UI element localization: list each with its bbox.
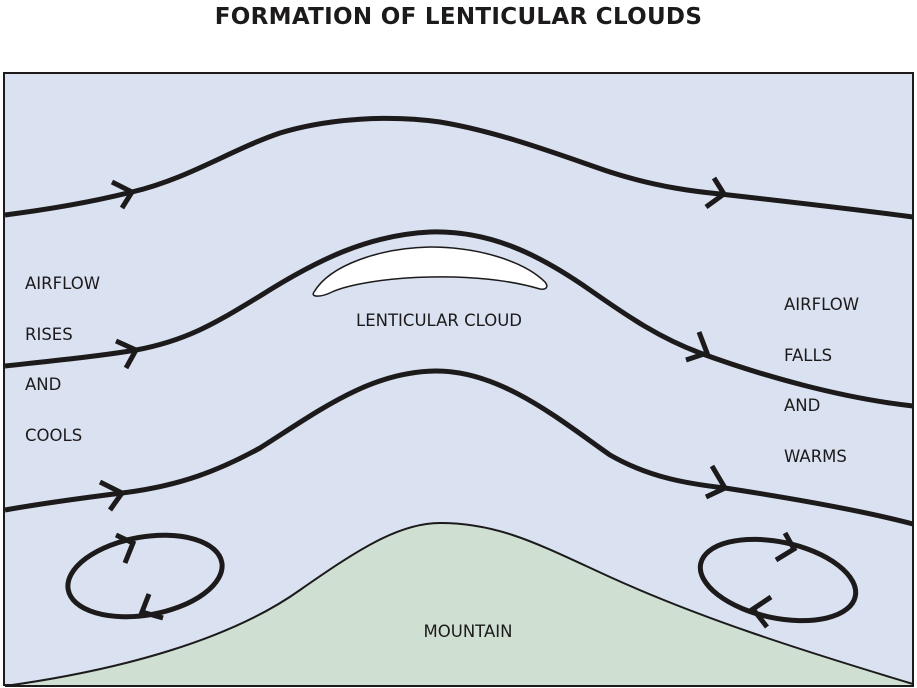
- right-label-line: AIRFLOW: [784, 295, 859, 314]
- right-label-line: AND: [784, 396, 820, 415]
- upper-airflow-line: [4, 115, 914, 220]
- right-label-group: AIRFLOW FALLS AND WARMS: [784, 295, 859, 466]
- mountain-shape: [4, 521, 914, 687]
- left-label-group: AIRFLOW RISES AND COOLS: [25, 274, 100, 445]
- arrow-head-icon: [138, 593, 164, 621]
- arrow-head-icon: [774, 531, 798, 563]
- left-label-line: AIRFLOW: [25, 274, 100, 293]
- cloud-label: LENTICULAR CLOUD: [356, 311, 522, 330]
- diagram-title: FORMATION OF LENTICULAR CLOUDS: [214, 4, 703, 30]
- right-label-line: FALLS: [784, 346, 832, 365]
- windward-eddy: [65, 532, 225, 621]
- arrow-head-icon: [704, 176, 728, 210]
- arrow-head-icon: [114, 338, 140, 370]
- lower-airflow-line: [4, 368, 914, 527]
- arrow-head-icon: [110, 179, 136, 210]
- leeward-eddy: [697, 531, 859, 629]
- right-label-line: WARMS: [784, 447, 847, 466]
- left-label-line: RISES: [25, 325, 73, 344]
- left-label-line: COOLS: [25, 426, 82, 445]
- arrow-head-icon: [98, 479, 126, 512]
- mountain-label: MOUNTAIN: [424, 622, 513, 641]
- left-label-line: AND: [25, 375, 61, 394]
- arrow-head-icon: [685, 331, 711, 363]
- arrow-head-icon: [704, 464, 729, 500]
- middle-airflow-line: [4, 229, 914, 409]
- arrow-head-icon: [749, 594, 773, 629]
- arrow-head-icon: [114, 532, 137, 564]
- lenticular-cloud: [312, 246, 548, 297]
